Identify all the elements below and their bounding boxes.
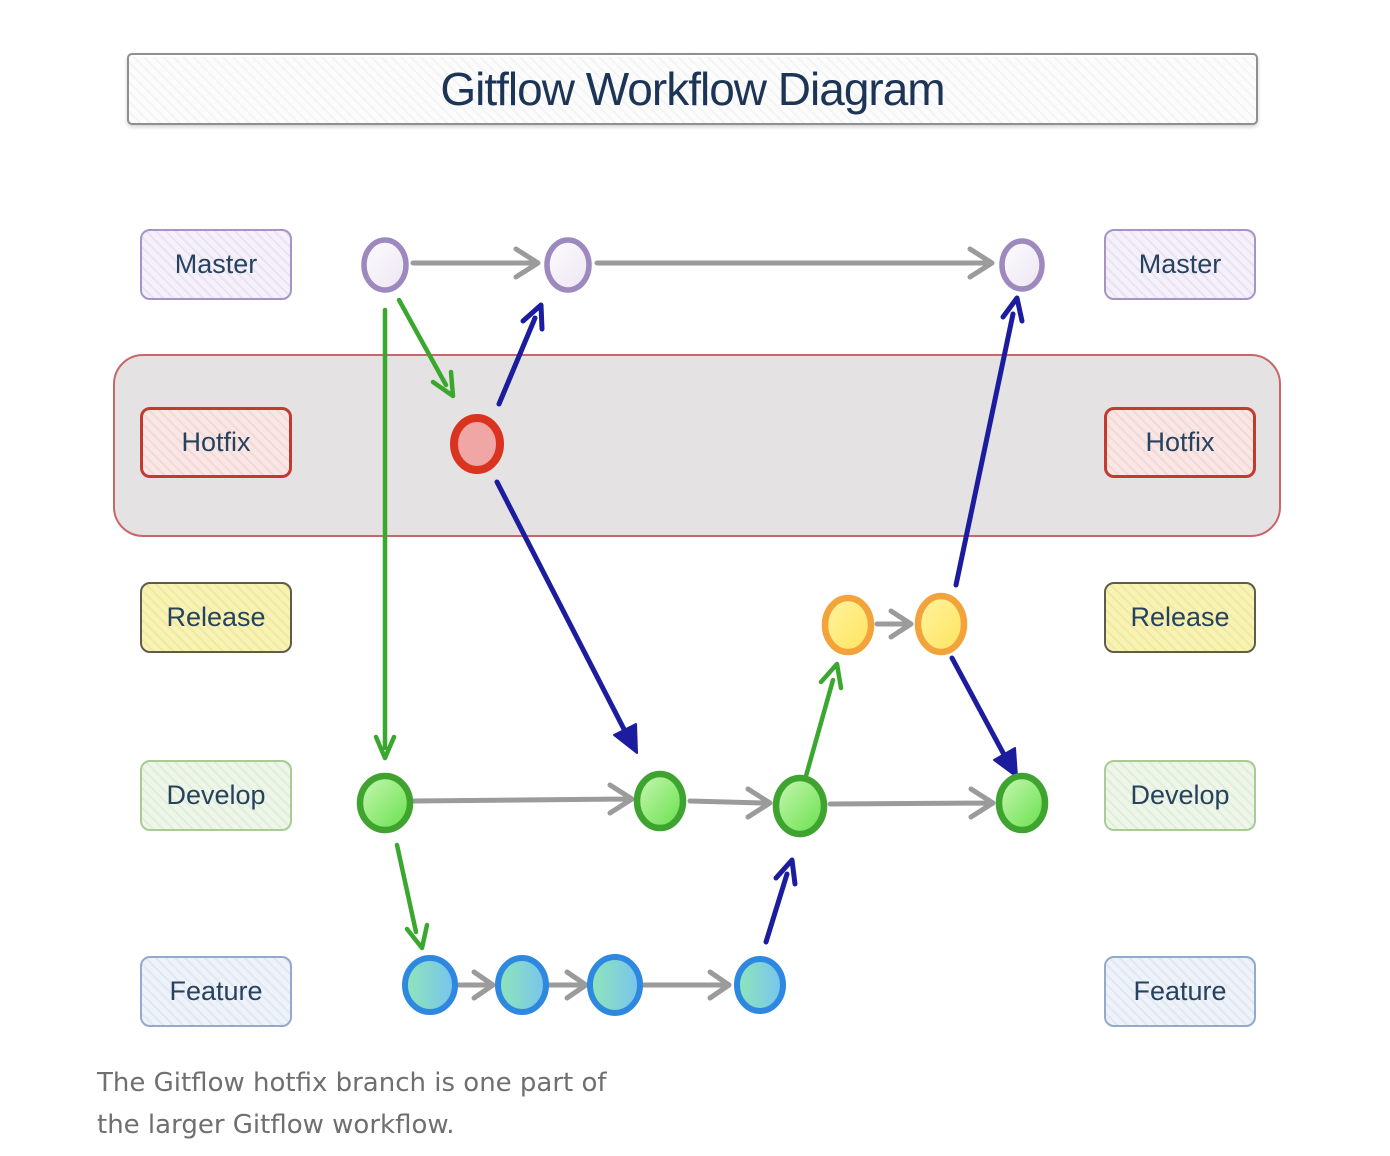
commit-node-feature-2 (495, 955, 549, 1015)
branch-label-text: Master (174, 249, 258, 279)
edge-hotfix1-develop2-head (613, 723, 638, 754)
commit-node-master-1 (361, 237, 409, 293)
commit-node-hotfix-1 (450, 414, 504, 474)
branch-label-release-right: Release (1104, 582, 1256, 653)
commit-node-feature-4 (734, 956, 786, 1014)
edge-develop1-develop2 (411, 782, 635, 816)
edge-master1-hotfix1 (396, 297, 456, 399)
hotfix-highlight-band (113, 354, 1281, 537)
branch-label-text: Hotfix (181, 427, 251, 457)
commit-node-feature-3 (587, 954, 643, 1016)
branch-label-text: Hotfix (1145, 427, 1215, 457)
commit-node-feature-1 (402, 955, 458, 1015)
commit-node-develop-4 (995, 772, 1049, 834)
branch-label-master-right: Master (1104, 229, 1256, 300)
edge-develop1-feature1 (394, 842, 430, 951)
branch-label-text: Develop (1130, 780, 1230, 810)
commit-node-release-2 (914, 592, 968, 656)
edge-release1-release2 (874, 608, 914, 640)
branch-label-master-left: Master (140, 229, 292, 300)
branch-label-develop-left: Develop (140, 760, 292, 831)
edge-develop2-develop3 (687, 786, 773, 820)
edge-feature2-feature3 (546, 969, 589, 1001)
edge-hotfix1-develop2-line (494, 479, 631, 740)
branch-label-text: Feature (169, 976, 263, 1006)
edge-feature3-feature4 (640, 969, 732, 1001)
commit-node-develop-3 (772, 774, 828, 838)
edge-hotfix1-master2 (496, 302, 545, 407)
commit-node-develop-1 (356, 772, 414, 834)
edge-feature4-develop3 (763, 857, 798, 945)
diagram-title-box: Gitflow Workflow Diagram (127, 53, 1258, 125)
branch-label-text: Master (1138, 249, 1222, 279)
branch-label-develop-right: Develop (1104, 760, 1256, 831)
commit-node-develop-2 (633, 770, 687, 832)
commit-node-release-1 (821, 594, 875, 656)
edge-release2-develop4-line (949, 655, 1011, 765)
commit-node-master-3 (999, 238, 1045, 292)
commit-node-master-2 (544, 237, 592, 293)
edge-feature1-feature2 (454, 969, 496, 1001)
branch-label-text: Develop (166, 780, 266, 810)
edge-develop3-develop4 (827, 786, 996, 820)
edge-release2-develop4-head (993, 747, 1018, 778)
branch-label-text: Release (1130, 602, 1230, 632)
caption: The Gitflow hotfix branch is one part of… (97, 1068, 607, 1140)
branch-label-text: Feature (1133, 976, 1227, 1006)
branch-label-feature-left: Feature (140, 956, 292, 1027)
branch-label-text: Release (166, 602, 266, 632)
edge-master2-master3 (594, 246, 995, 280)
branch-label-release-left: Release (140, 582, 292, 653)
branch-label-hotfix-left: Hotfix (140, 407, 292, 478)
edge-release2-master3 (953, 295, 1025, 588)
branch-label-hotfix-right: Hotfix (1104, 407, 1256, 478)
branch-label-feature-right: Feature (1104, 956, 1256, 1027)
edge-develop3-release1 (803, 661, 844, 779)
edge-master1-develop1 (373, 307, 397, 761)
edge-master1-master2 (410, 246, 541, 280)
diagram-title: Gitflow Workflow Diagram (440, 63, 945, 115)
